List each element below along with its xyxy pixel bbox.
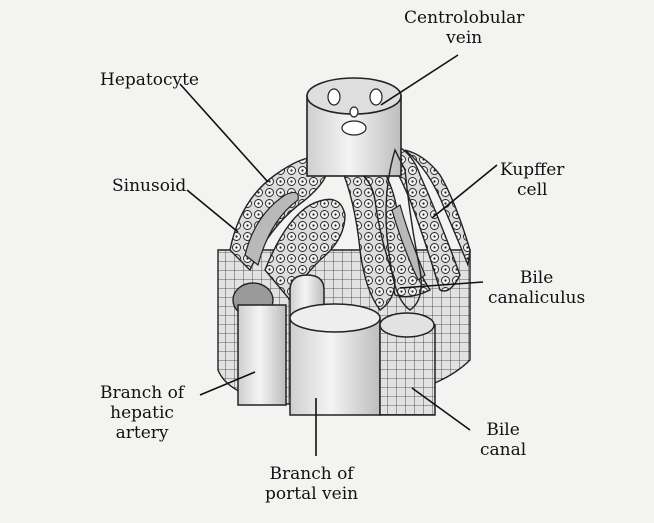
label-sinusoid: Sinusoid: [112, 176, 186, 196]
label-kupffer-cell: Kupffer cell: [500, 160, 564, 200]
centrolobular-vein: [307, 78, 401, 176]
label-hepatic-artery: Branch of hepatic artery: [100, 383, 184, 443]
bile-canal: [380, 313, 435, 415]
label-portal-vein: Branch of portal vein: [265, 464, 358, 504]
label-bile-canal: Bile canal: [480, 420, 526, 460]
label-centrolobular-vein: Centrolobular vein: [404, 8, 524, 48]
label-bile-canaliculus: Bile canaliculus: [488, 268, 585, 308]
label-hepatocyte: Hepatocyte: [100, 70, 199, 90]
